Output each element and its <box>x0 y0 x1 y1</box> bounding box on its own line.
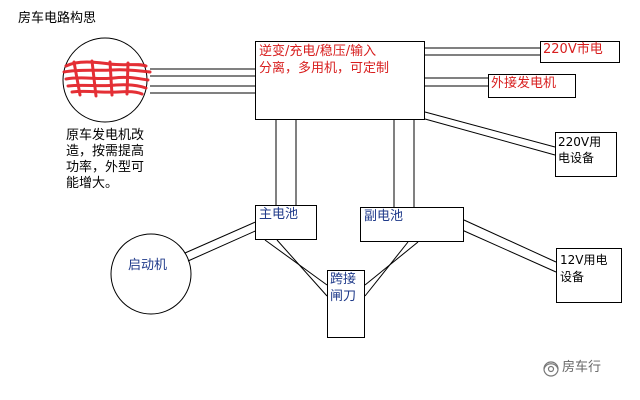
watermark-text: 房车行 <box>562 360 602 375</box>
link-main-switch-a <box>264 239 328 286</box>
link-main-starter-a <box>184 219 261 254</box>
inverter-charger-label-line1: 逆变/充电/稳压/输入 <box>259 44 377 59</box>
link-inverter-220v-b <box>424 118 556 156</box>
alternator-note: 原车发电机改造，按需提高功率，外型可能增大。 <box>66 128 145 191</box>
city-power-label: 220V市电 <box>543 42 603 57</box>
jumper-switch-label-line1: 跨接 <box>330 272 357 287</box>
load-220v-label-line2: 电设备 <box>558 151 595 165</box>
main-battery-label: 主电池 <box>259 207 299 222</box>
inverter-charger-box <box>255 41 425 120</box>
jumper-switch-box <box>327 270 365 338</box>
main-battery-box <box>255 205 317 240</box>
external-generator-label: 外接发电机 <box>491 76 557 91</box>
city-power-box <box>540 41 620 63</box>
link-main-starter-b <box>187 227 263 262</box>
load-12v-label-line1: 12V用电 <box>560 253 608 267</box>
load-220v-label-line1: 220V用 <box>558 135 602 149</box>
link-aux-switch-b <box>364 241 409 297</box>
load-220v-box <box>555 132 617 177</box>
inverter-charger-label-line2: 分离，多用机，可定制 <box>259 61 390 76</box>
aux-battery-label: 副电池 <box>364 209 404 224</box>
starter-label: 启动机 <box>128 258 168 273</box>
redacted-scribble <box>62 59 152 98</box>
jumper-switch-label-line2: 闸刀 <box>330 289 357 304</box>
link-inverter-220v-a <box>424 111 556 148</box>
aux-battery-box <box>360 207 464 242</box>
load-12v-label-line2: 设备 <box>560 270 585 284</box>
diagram-title: 房车电路构思 <box>18 11 97 26</box>
starter-circle <box>110 233 192 315</box>
external-generator-box <box>488 74 576 98</box>
load-12v-box <box>556 248 622 303</box>
link-aux-12v-a <box>463 219 557 263</box>
link-main-switch-b <box>276 239 328 297</box>
watermark-icon <box>543 361 559 377</box>
link-aux-12v-b <box>461 229 557 273</box>
